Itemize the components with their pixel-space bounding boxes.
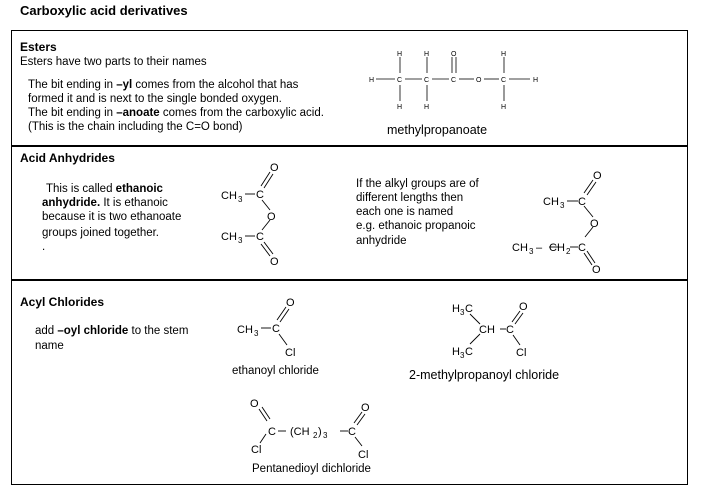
anhydride-line-4: groups joined together.: [42, 227, 160, 239]
ac3-cl-right: Cl: [358, 449, 368, 461]
ac2-c: C: [506, 324, 514, 336]
pentanedioyl-caption: Pentanedioyl dichloride: [252, 463, 371, 475]
ethanoyl-caption: ethanoyl chloride: [232, 365, 319, 377]
anhydride-dot: .: [42, 241, 46, 253]
anh2-o-bot: O: [592, 264, 601, 276]
ac2-sub-top: 3: [460, 308, 465, 317]
esters-section: [11, 30, 688, 146]
atom-c-4: C: [501, 77, 506, 84]
ac2-cl: Cl: [516, 347, 526, 359]
anhydrides-heading: Acid Anhydrides: [20, 151, 115, 165]
anhydride-line-2: anhydride. It is ethanoic: [42, 197, 168, 209]
ac3-o-left: O: [250, 398, 259, 410]
anh2-c-top: C: [578, 196, 586, 208]
anh-o-bot: O: [270, 256, 279, 268]
anhydride-right-line-5: anhydride: [356, 235, 407, 247]
anh-ch-top: CH: [221, 190, 237, 202]
ac2-o: O: [519, 301, 528, 313]
ac2-sub-bot: 3: [460, 351, 465, 360]
anh2-ch-top: CH: [543, 196, 559, 208]
anh2-sub3-bot: 3: [529, 247, 534, 256]
esters-heading: Esters: [20, 40, 57, 54]
ac3-chain-close: ): [318, 426, 322, 438]
atom-h-bottom-1: H: [397, 104, 402, 111]
ac3-cl-left: Cl: [251, 444, 261, 456]
esters-intro: Esters have two parts to their names: [20, 56, 207, 68]
ac3-chain-sub3: 3: [323, 431, 328, 440]
anhydride-right-line-2: different lengths then: [356, 192, 464, 204]
anh-sub-top: 3: [238, 195, 243, 204]
anh2-dash-1: –: [536, 242, 543, 254]
anhydride-right-line-1: If the alkyl groups are of: [356, 178, 479, 190]
atom-c-2: C: [424, 77, 429, 84]
atom-h-bottom-2: H: [424, 104, 429, 111]
ac1-cl: Cl: [285, 347, 295, 359]
anh-o-top: O: [270, 162, 279, 174]
ac1-ch: CH: [237, 324, 253, 336]
acyl-line-1: add –oyl chloride to the stem: [35, 325, 189, 337]
anh2-c-bot: C: [578, 242, 586, 254]
atom-h-right: H: [533, 77, 538, 84]
atom-h-top-1: H: [397, 51, 402, 58]
anhydride-right-line-3: each one is named: [356, 206, 454, 218]
anh2-ch3-bot: CH: [512, 242, 528, 254]
atom-o-carbonyl: O: [451, 51, 457, 58]
anh2-ch2-label: CH: [549, 242, 565, 254]
ac1-o: O: [286, 297, 295, 309]
anh2-o-top: O: [593, 170, 602, 182]
ac3-chain-sub2: 2: [313, 431, 318, 440]
ac2-h-bot: H: [452, 346, 460, 358]
ac1-c: C: [272, 323, 280, 335]
esters-line-2: formed it and is next to the single bond…: [28, 93, 282, 105]
anh2-sub-top: 3: [560, 201, 565, 210]
ac1-sub: 3: [254, 329, 259, 338]
atom-c-3: C: [451, 77, 456, 84]
acyl-heading: Acyl Chlorides: [20, 295, 105, 309]
anhydride-line-1: This is called ethanoic: [46, 182, 163, 196]
ac3-c-right: C: [348, 426, 356, 438]
atom-h-bottom-4: H: [501, 104, 506, 111]
ac2-h-top: H: [452, 303, 460, 315]
anh-sub-bot: 3: [238, 236, 243, 245]
atom-h-left: H: [369, 77, 374, 84]
anh-c-top: C: [256, 189, 264, 201]
anhydride-line-1-text: This is called ethanoic: [46, 183, 163, 195]
anhydrides-section: [11, 146, 688, 280]
anh-c-bot: C: [256, 231, 264, 243]
esters-line-3: The bit ending in –anoate comes from the…: [28, 107, 324, 119]
atom-h-top-2: H: [424, 51, 429, 58]
ac2-ch: CH: [479, 324, 495, 336]
acyl-line-2: name: [35, 340, 64, 352]
anh2-o-mid: O: [590, 218, 599, 230]
atom-o-ester: O: [476, 77, 482, 84]
anh2-sub2-bot: 2: [566, 247, 571, 256]
atom-h-top-4: H: [501, 51, 506, 58]
methylpropanoyl-caption: 2-methylpropanoyl chloride: [409, 368, 560, 382]
atom-c-1: C: [397, 77, 402, 84]
esters-line-4: (This is the chain including the C=O bon…: [28, 121, 243, 133]
acyl-section: [11, 280, 688, 485]
ac3-o-right: O: [361, 402, 370, 414]
ac2-c-top: C: [465, 303, 473, 315]
methylpropanoate-caption: methylpropanoate: [387, 123, 488, 137]
anh-o-mid: O: [267, 211, 276, 223]
anh-ch-bot: CH: [221, 231, 237, 243]
anhydride-line-3: because it is two ethanoate: [42, 211, 182, 223]
ac3-c-left: C: [268, 426, 276, 438]
anhydride-right-line-4: e.g. ethanoic propanoic: [356, 220, 476, 232]
page-title: Carboxylic acid derivatives: [20, 3, 188, 18]
esters-line-1: The bit ending in –yl comes from the alc…: [28, 79, 299, 91]
ac3-chain-open: (CH: [290, 426, 310, 438]
ac2-c-bot: C: [465, 346, 473, 358]
